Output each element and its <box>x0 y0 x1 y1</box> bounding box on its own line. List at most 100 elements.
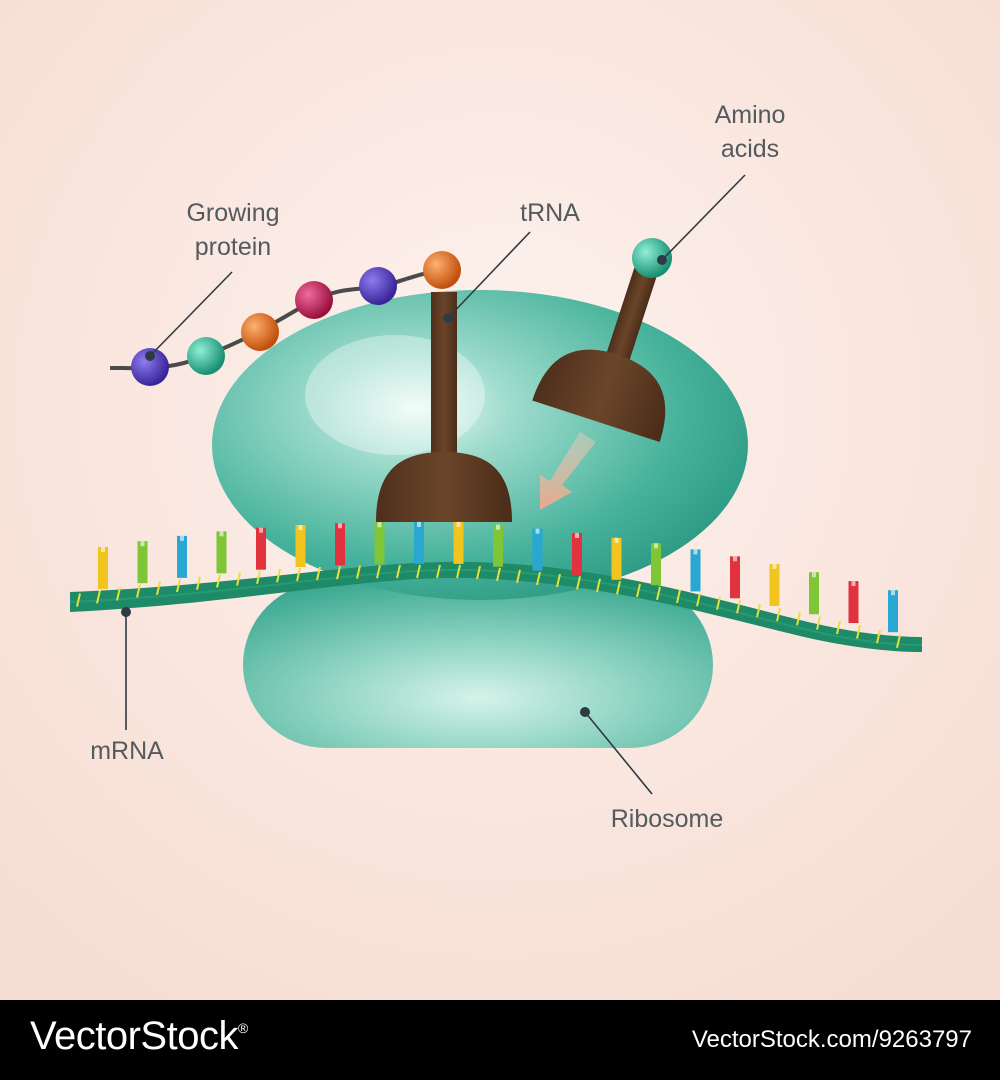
mrna-base-yellow <box>769 563 780 606</box>
mrna-tick <box>816 616 821 630</box>
mrna-tick <box>176 578 181 593</box>
ribosome-small-subunit <box>243 582 713 748</box>
registered-mark: ® <box>237 1020 248 1036</box>
mrna-tick <box>876 629 881 644</box>
mrna-tick <box>76 593 81 607</box>
mrna-tick <box>616 581 621 595</box>
leader-trna <box>447 231 531 319</box>
label-growing-protein: Growing protein <box>168 196 298 264</box>
mrna-base-red <box>256 527 266 570</box>
mrna-tick <box>536 571 541 586</box>
mrna-base-blue <box>888 590 898 633</box>
mrna-tick <box>396 564 401 579</box>
mrna-base-green <box>493 524 503 567</box>
protein-bead-purple <box>359 267 397 305</box>
label-ribosome: Ribosome <box>592 802 742 836</box>
mrna-base-notch <box>614 537 619 543</box>
mrna-tick <box>836 620 841 635</box>
mrna-tick <box>776 607 781 622</box>
mrna-tick <box>276 569 281 583</box>
mrna-tick <box>636 583 641 598</box>
mrna-base-blue <box>532 528 543 571</box>
label-mrna: mRNA <box>72 734 182 768</box>
mrna-base-yellow <box>453 521 464 564</box>
protein-bead-orange <box>241 313 279 351</box>
mrna-base-green <box>809 572 819 615</box>
mrna-tick <box>516 569 521 584</box>
mrna-base-red <box>335 523 345 566</box>
footer-bar: VectorStock® VectorStock.com/9263797 <box>0 1000 1000 1080</box>
mrna-tick <box>896 634 901 649</box>
diagram-canvas <box>0 0 1000 1000</box>
brand-logo: VectorStock® <box>30 1014 248 1059</box>
protein-bead-teal <box>187 337 225 375</box>
mrna-base-blue <box>177 535 187 578</box>
mrna-tick <box>736 600 741 614</box>
protein-bead-purple <box>131 348 169 386</box>
label-trna-text: tRNA <box>520 199 580 227</box>
trna-bound <box>376 292 512 522</box>
mrna-base-yellow <box>611 537 622 580</box>
mrna-tick <box>756 603 761 618</box>
leader-dot-ribosome <box>580 707 590 717</box>
leader-dot-amino-acids <box>657 255 667 265</box>
mrna-tick <box>256 570 261 585</box>
mrna-tick <box>116 587 121 601</box>
mrna-base-notch <box>417 521 421 527</box>
trna-incoming <box>532 265 666 442</box>
leader-ribosome <box>584 711 653 795</box>
leader-growing-protein <box>149 271 233 357</box>
leader-dot-mrna <box>121 607 131 617</box>
mrna-tick <box>476 565 481 580</box>
protein-bead-crimson <box>295 281 333 319</box>
mrna-tick <box>576 576 581 590</box>
mrna-tick <box>216 574 221 588</box>
mrna-tick <box>316 566 321 581</box>
mrna-tick <box>696 592 701 607</box>
label-growing-protein-line1: Growing <box>186 199 280 227</box>
mrna-base-notch <box>772 563 777 569</box>
mrna-edge <box>69 568 923 646</box>
mrna-tick <box>656 586 661 601</box>
mrna-tick <box>436 564 441 579</box>
mrna-tick <box>356 565 361 579</box>
mrna-tick <box>596 578 601 592</box>
entry-arrow <box>540 432 596 510</box>
leader-amino-acids <box>661 174 746 261</box>
label-mrna-text: mRNA <box>90 737 164 765</box>
mrna-base-notch <box>140 541 145 547</box>
mrna-tick <box>416 564 421 579</box>
leader-lines <box>125 174 746 795</box>
mrna-base-notch <box>456 521 461 527</box>
mrna-base-notch <box>733 556 737 562</box>
mrna-base-red <box>848 581 859 624</box>
mrna-base-yellow <box>295 524 306 567</box>
mrna-base-notch <box>851 581 856 587</box>
ribosome-large-subunit <box>212 290 748 600</box>
mrna-base-blue <box>414 521 424 564</box>
mrna-base-yellow <box>98 546 108 589</box>
brand-name: VectorStock <box>30 1014 238 1058</box>
mrna-base-notch <box>654 543 658 549</box>
mrna-base-notch <box>496 524 500 530</box>
mrna-tick <box>136 584 141 598</box>
mrna-tick <box>716 596 721 610</box>
mrna-base-green <box>137 541 148 584</box>
amino-acid-bead <box>632 238 672 278</box>
mrna-tick <box>336 565 341 580</box>
mrna-base-notch <box>259 527 263 533</box>
leader-dot-growing-protein <box>145 351 155 361</box>
mrna-tick <box>296 567 301 582</box>
mrna-base-notch <box>575 532 579 538</box>
mrna-tick <box>236 572 241 586</box>
image-reference: VectorStock.com/9263797 <box>691 1026 972 1053</box>
label-amino-acids: Amino acids <box>690 98 810 166</box>
label-amino-acids-line2: acids <box>720 135 780 163</box>
mrna-base-notch <box>338 523 342 529</box>
mrna-tick <box>196 576 201 590</box>
mrna-base-red <box>572 532 582 575</box>
mrna-tick <box>676 589 681 604</box>
mrna-tick <box>376 565 381 579</box>
mrna-base-notch <box>535 528 540 534</box>
